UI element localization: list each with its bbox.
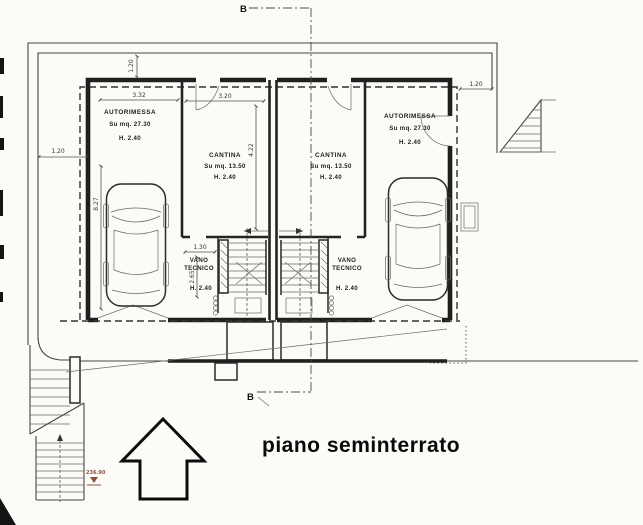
dim-cantina-depth: 4.22 bbox=[248, 143, 255, 157]
boiler-coil-icon-left bbox=[213, 295, 218, 316]
dim-garage-depth: 8.27 bbox=[93, 197, 100, 211]
section-label-bottom: B bbox=[247, 392, 254, 403]
dim-vano-depth: 2.65 bbox=[189, 270, 196, 284]
dimension-annotations: 1.20 1.20 3.32 3.20 4.22 8.27 1.30 2.65 … bbox=[37, 54, 494, 311]
right-wall-window bbox=[460, 202, 479, 232]
internal-partitions bbox=[180, 80, 367, 320]
room-labels: AUTORIMESSA Su mq. 27.30 H. 2.40 CANTINA… bbox=[104, 109, 436, 292]
room-name: CANTINA bbox=[315, 152, 347, 159]
room-name: CANTINA bbox=[209, 152, 241, 159]
room-garage-left: AUTORIMESSA Su mq. 27.30 H. 2.40 bbox=[104, 109, 156, 142]
dim-cantina-width: 3.20 bbox=[218, 93, 232, 100]
up-arrow bbox=[118, 416, 208, 501]
entrance-wells bbox=[65, 321, 638, 404]
dim-top-right: 1.20 bbox=[469, 81, 483, 88]
boiler-coil-icon-right bbox=[329, 295, 334, 316]
room-cantina-right: CANTINA Su mq. 13.50 H. 2.40 bbox=[310, 152, 352, 181]
room-height: H. 2.40 bbox=[190, 285, 212, 292]
room-area: Su mq. 27.30 bbox=[109, 121, 151, 128]
dim-vano-width: 1.30 bbox=[193, 244, 207, 251]
level-value: 236.90 bbox=[86, 470, 106, 476]
room-name: AUTORIMESSA bbox=[104, 109, 156, 116]
building-exterior-walls bbox=[85, 77, 453, 323]
garage-right-side-door bbox=[420, 115, 451, 147]
room-cantina-left: CANTINA Su mq. 13.50 H. 2.40 bbox=[204, 152, 246, 181]
section-line-bb: B B bbox=[240, 4, 312, 407]
scan-edge-artifacts bbox=[0, 58, 16, 525]
car-top-view-right bbox=[384, 177, 452, 301]
garage-door-openings bbox=[60, 304, 460, 322]
room-height: H. 2.40 bbox=[399, 139, 421, 146]
section-label-top: B bbox=[240, 4, 247, 15]
external-stair-top-right bbox=[498, 98, 556, 153]
room-name-line1: VANO bbox=[190, 257, 209, 264]
level-marker: 236.90 bbox=[86, 470, 106, 486]
room-vano-left: VANO TECNICO H. 2.40 bbox=[184, 257, 214, 292]
room-area: Su mq. 27.30 bbox=[389, 125, 431, 132]
external-stair-bottom-left bbox=[29, 345, 85, 502]
room-area: Su mq. 13.50 bbox=[204, 163, 246, 170]
room-height: H. 2.40 bbox=[336, 285, 358, 292]
room-area: Su mq. 13.50 bbox=[310, 163, 352, 170]
staircase-left bbox=[213, 228, 268, 316]
room-vano-right: VANO TECNICO H. 2.40 bbox=[332, 257, 362, 292]
room-name-line2: TECNICO bbox=[332, 265, 362, 272]
room-name: AUTORIMESSA bbox=[384, 113, 436, 120]
car-top-view-left bbox=[102, 183, 170, 307]
room-height: H. 2.40 bbox=[214, 174, 236, 181]
room-name-line2: TECNICO bbox=[184, 265, 214, 272]
dim-garage-width: 3.32 bbox=[132, 92, 146, 99]
dim-left: 1.20 bbox=[51, 148, 65, 155]
dim-top-left: 1.20 bbox=[128, 59, 135, 73]
room-height: H. 2.40 bbox=[320, 174, 342, 181]
floor-title: piano seminterrato bbox=[262, 434, 460, 457]
room-name-line1: VANO bbox=[338, 257, 357, 264]
room-height: H. 2.40 bbox=[119, 135, 141, 142]
staircase-right bbox=[279, 228, 334, 316]
room-garage-right: AUTORIMESSA Su mq. 27.30 H. 2.40 bbox=[384, 113, 436, 146]
site-boundary bbox=[27, 42, 498, 361]
